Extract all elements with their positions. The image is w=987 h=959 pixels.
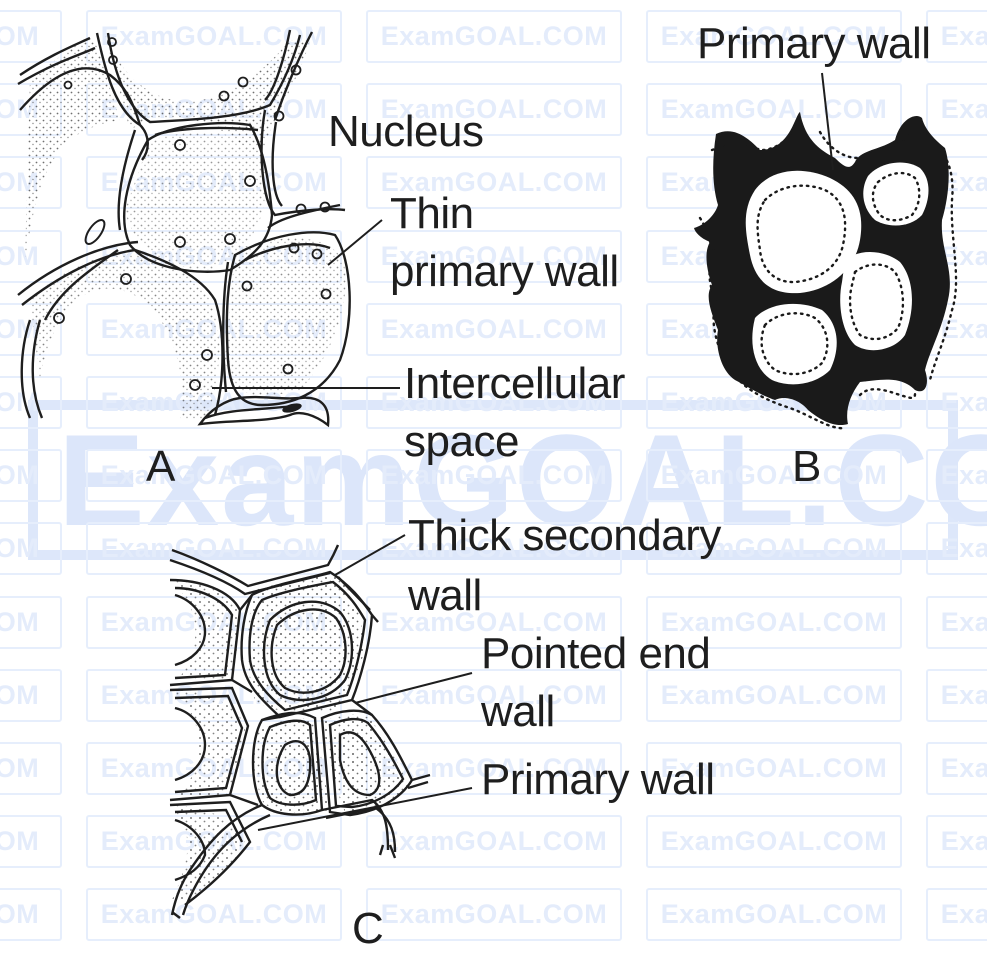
label-pointed-end-wall-line2: wall	[481, 687, 555, 736]
label-thick-secondary-wall-line1: Thick secondary	[408, 511, 721, 560]
label-primary-wall-b: Primary wall	[697, 19, 931, 68]
label-primary-wall-c: Primary wall	[481, 755, 715, 804]
label-nucleus: Nucleus	[328, 107, 484, 156]
label-intercellular-space-line2: space	[404, 417, 519, 466]
label-thick-secondary-wall-line2: wall	[408, 571, 482, 620]
panel-letter-c: C	[352, 904, 384, 953]
panel-letter-b: B	[792, 442, 822, 491]
panel-c-leaders	[257, 534, 473, 831]
label-pointed-end-wall-line1: Pointed end	[481, 629, 711, 678]
panel-c-sclerenchyma	[169, 544, 431, 919]
panel-b-collenchyma	[694, 72, 958, 430]
label-thin-primary-wall-line1: Thin	[390, 189, 474, 238]
label-thin-primary-wall-line2: primary wall	[390, 247, 619, 296]
panel-a-parenchyma	[17, 29, 351, 428]
panel-a-leaders	[212, 219, 400, 389]
label-intercellular-space-line1: Intercellular	[404, 359, 625, 408]
panel-letter-a: A	[146, 442, 176, 491]
